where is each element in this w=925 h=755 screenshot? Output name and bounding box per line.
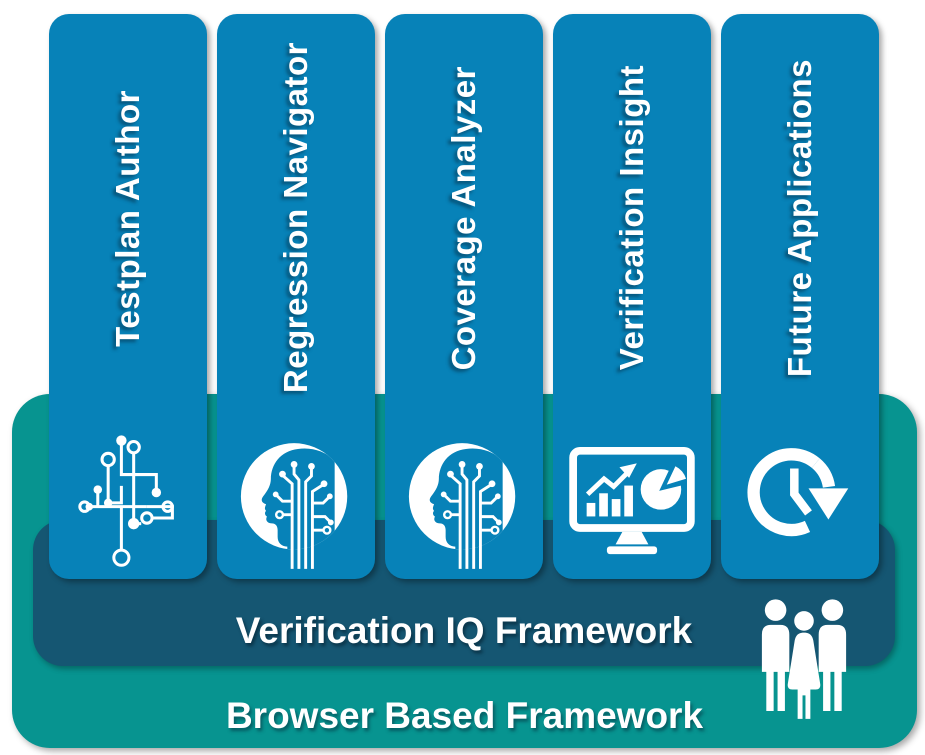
pillar-regression-navigator: Regression Navigator <box>217 14 375 579</box>
pillar-future-applications-label: Future Applications <box>781 58 818 378</box>
pillar-label-area: Regression Navigator <box>217 14 375 422</box>
pillar-testplan-author: Testplan Author <box>49 14 207 579</box>
circuit-nodes-icon <box>49 422 207 579</box>
pillar-label-area: Future Applications <box>721 14 879 422</box>
verification-iq-framework-label: Verification IQ Framework <box>235 610 693 651</box>
people-group-icon <box>757 599 851 727</box>
pillar-coverage-analyzer: Coverage Analyzer <box>385 14 543 579</box>
pillar-label-area: Verification Insight <box>553 14 711 422</box>
pillar-verification-insight-label: Verification Insight <box>613 65 650 371</box>
pillar-label-area: Coverage Analyzer <box>385 14 543 422</box>
clock-history-icon <box>721 422 879 579</box>
pillar-label-area: Testplan Author <box>49 14 207 422</box>
pillar-coverage-analyzer-label: Coverage Analyzer <box>445 65 482 371</box>
ai-head-circuit-icon <box>217 422 375 579</box>
ai-head-circuit-icon <box>385 422 543 579</box>
pillar-verification-insight: Verification Insight <box>553 14 711 579</box>
dashboard-monitor-icon <box>553 422 711 579</box>
pillar-testplan-author-label: Testplan Author <box>109 89 146 347</box>
browser-based-framework-label: Browser Based Framework <box>225 695 704 736</box>
pillar-regression-navigator-label: Regression Navigator <box>277 42 314 394</box>
pillar-future-applications: Future Applications <box>721 14 879 579</box>
